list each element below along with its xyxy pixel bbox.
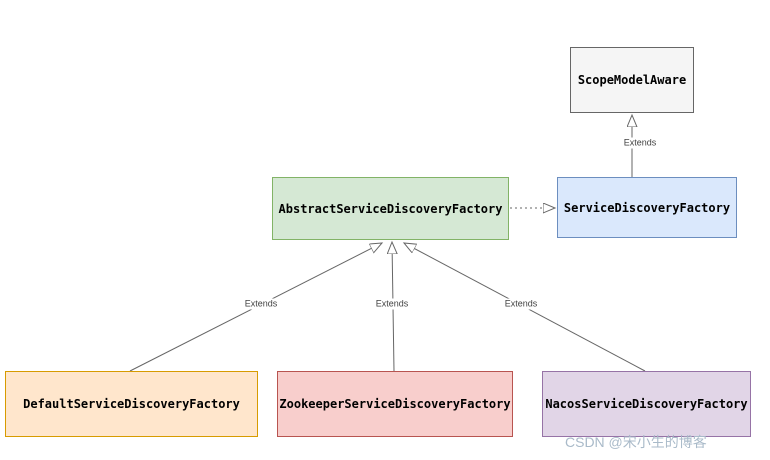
class-box-default-service-discovery-factory: DefaultServiceDiscoveryFactory — [5, 371, 258, 437]
class-label-service-discovery-factory: ServiceDiscoveryFactory — [563, 200, 731, 215]
class-label-abstract-service-discovery-factory: AbstractServiceDiscoveryFactory — [278, 201, 503, 216]
class-label-nacos-service-discovery-factory: NacosServiceDiscoveryFactory — [545, 397, 748, 411]
class-label-scope-model-aware: ScopeModelAware — [577, 73, 687, 87]
edge-label-extends-top: Extends — [621, 137, 659, 149]
csdn-watermark: CSDN @宋小生的博客 — [565, 434, 707, 450]
class-box-zookeeper-service-discovery-factory: ZookeeperServiceDiscoveryFactory — [277, 371, 513, 437]
class-box-scope-model-aware: ScopeModelAware — [570, 47, 694, 113]
edge-label-extends-left: Extends — [242, 298, 280, 310]
class-box-abstract-service-discovery-factory: AbstractServiceDiscoveryFactory — [272, 177, 509, 240]
edge-label-extends-right: Extends — [502, 298, 540, 310]
class-label-default-service-discovery-factory: DefaultServiceDiscoveryFactory — [23, 397, 240, 411]
edge-label-extends-middle: Extends — [373, 298, 411, 310]
class-label-zookeeper-service-discovery-factory: ZookeeperServiceDiscoveryFactory — [279, 397, 511, 411]
class-box-service-discovery-factory: ServiceDiscoveryFactory — [557, 177, 737, 238]
class-box-nacos-service-discovery-factory: NacosServiceDiscoveryFactory — [542, 371, 751, 437]
